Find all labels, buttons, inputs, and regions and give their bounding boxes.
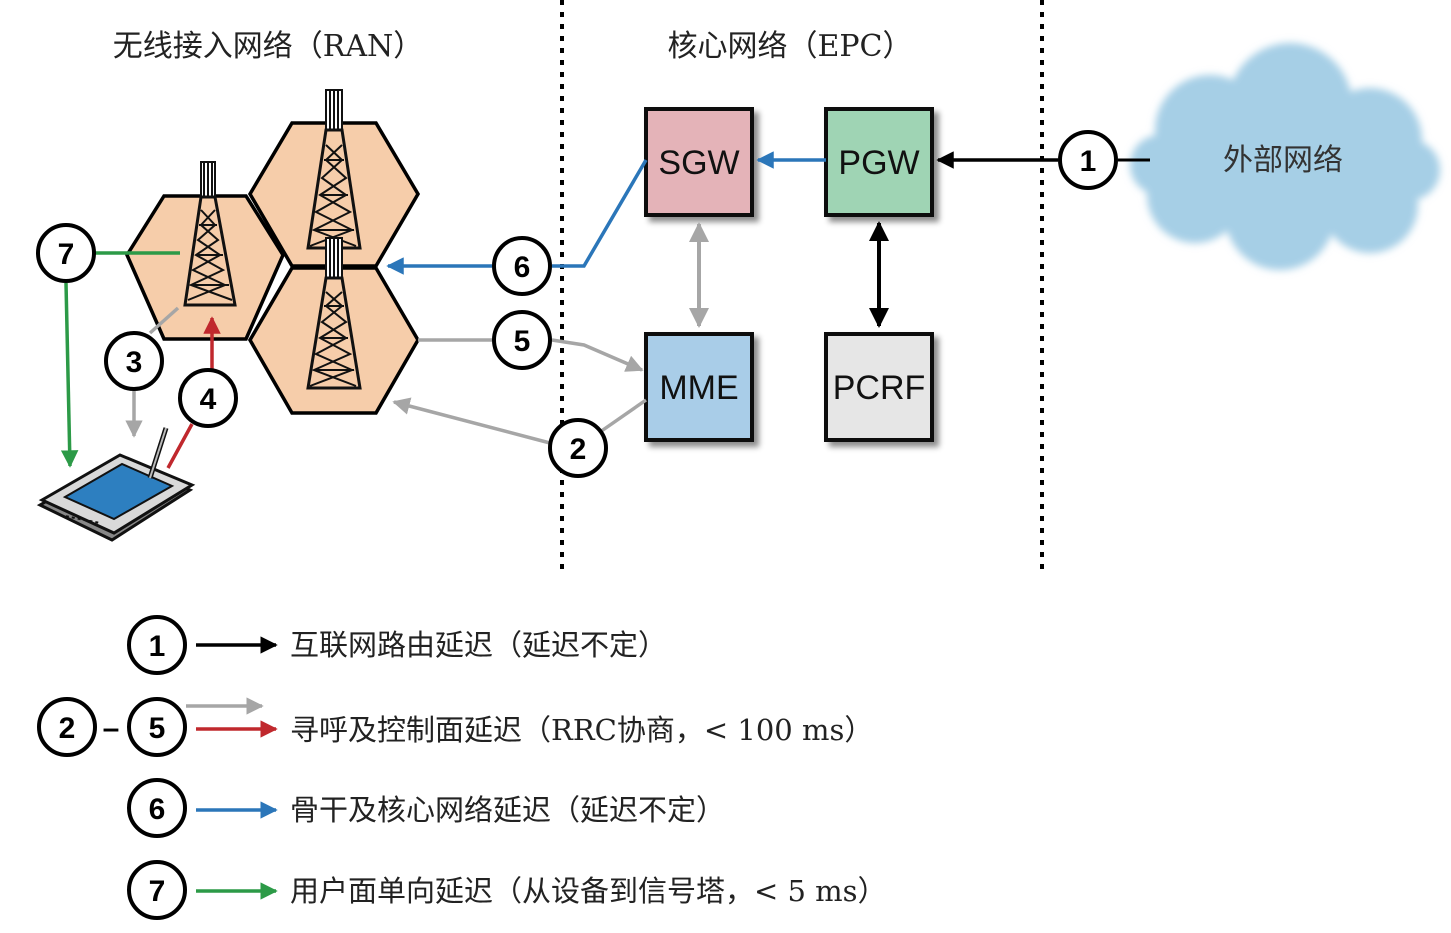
mme-label: MME [659,369,738,407]
cell-small [125,194,285,341]
cell-tower-top-icon [306,89,362,250]
svg-text:7: 7 [149,875,166,908]
marker-1: 1 [1058,130,1118,190]
legend: 1 互联网路由延迟（延迟不定） 2 – 5 寻呼及控制面延迟（RRC协商，< 1… [37,615,887,920]
legend-row-internet: 1 互联网路由延迟（延迟不定） [127,615,667,675]
ran-region-title: 无线接入网络（RAN） [113,29,424,64]
marker-3: 3 [104,331,164,391]
svg-text:4: 4 [200,383,217,416]
mobile-device-icon [36,427,196,542]
link-sgw-marker6 [552,159,648,268]
svg-text:5: 5 [514,325,531,358]
marker-4: 4 [178,368,238,428]
legend-row-user-plane: 7 用户面单向延迟（从设备到信号塔，< 5 ms） [127,860,887,920]
legend-text-user-plane: 用户面单向延迟（从设备到信号塔，< 5 ms） [290,874,887,908]
legend-row-backbone: 6 骨干及核心网络延迟（延迟不定） [127,778,725,838]
svg-text:3: 3 [126,346,143,379]
pgw-label: PGW [838,144,919,182]
sgw-node: SGW [644,107,754,217]
link-cell-marker3 [148,306,180,335]
marker-7: 7 [36,223,96,283]
arrow-paging-to-cell [392,397,551,445]
svg-text:5: 5 [149,712,166,745]
cell-bottom [247,266,421,415]
pcrf-label: PCRF [833,369,926,407]
marker-2: 2 [548,418,608,478]
svg-text:2: 2 [570,433,587,466]
cell-tower-small-icon [183,161,237,307]
link-device-marker4 [166,423,194,469]
legend-text-control-plane: 寻呼及控制面延迟（RRC协商，< 100 ms） [290,713,873,747]
svg-text:6: 6 [149,793,166,826]
svg-text:1: 1 [149,630,166,663]
svg-text:–: – [103,712,120,745]
arrow-marker5-to-mme [551,338,644,372]
marker-5: 5 [492,310,552,370]
legend-text-backbone: 骨干及核心网络延迟（延迟不定） [290,793,725,827]
arrow-marker7-to-device [60,282,79,468]
sgw-label: SGW [658,144,739,182]
svg-text:1: 1 [1080,145,1097,178]
svg-text:6: 6 [514,251,531,284]
marker-6: 6 [492,236,552,296]
cell-tower-bottom-icon [306,237,362,390]
external-network-cloud: 外部网络 [1130,43,1440,270]
legend-row-control-plane: 2 – 5 寻呼及控制面延迟（RRC协商，< 100 ms） [37,697,873,757]
pgw-node: PGW [824,107,934,217]
svg-text:7: 7 [58,238,75,271]
link-mme-marker2 [599,398,647,434]
external-network-label: 外部网络 [1223,143,1343,178]
mme-node: MME [644,332,754,442]
epc-region-title: 核心网络（EPC） [667,29,912,64]
pcrf-node: PCRF [824,332,934,442]
svg-text:2: 2 [59,712,76,745]
legend-text-internet: 互联网路由延迟（延迟不定） [290,628,667,662]
